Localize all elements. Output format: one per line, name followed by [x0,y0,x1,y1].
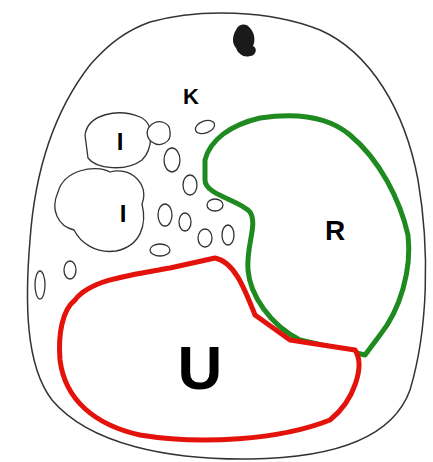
small-vessel [198,229,212,247]
dark-mark [233,24,256,56]
small-vessel [207,199,223,211]
muscle-blob [55,169,144,252]
small-vessel [183,175,197,195]
small-vessel [158,204,172,226]
bone-outline-path [60,258,359,440]
small-vessel [164,148,180,172]
muscle-blob [85,113,151,168]
small-vessel [35,271,45,299]
part-label: I [120,202,127,226]
part-label: K [183,86,199,108]
bone-region: U [54,252,366,450]
small-vessel [179,213,191,231]
part-label: I [117,130,124,154]
small-vessel [64,261,76,279]
limb-outline [27,13,425,459]
small-vessel [194,118,217,136]
muscle-blob [147,122,170,145]
bone-label: R [325,217,345,245]
small-vessel [222,225,234,245]
small-vessel [150,244,170,256]
bone-label: U [178,337,223,399]
